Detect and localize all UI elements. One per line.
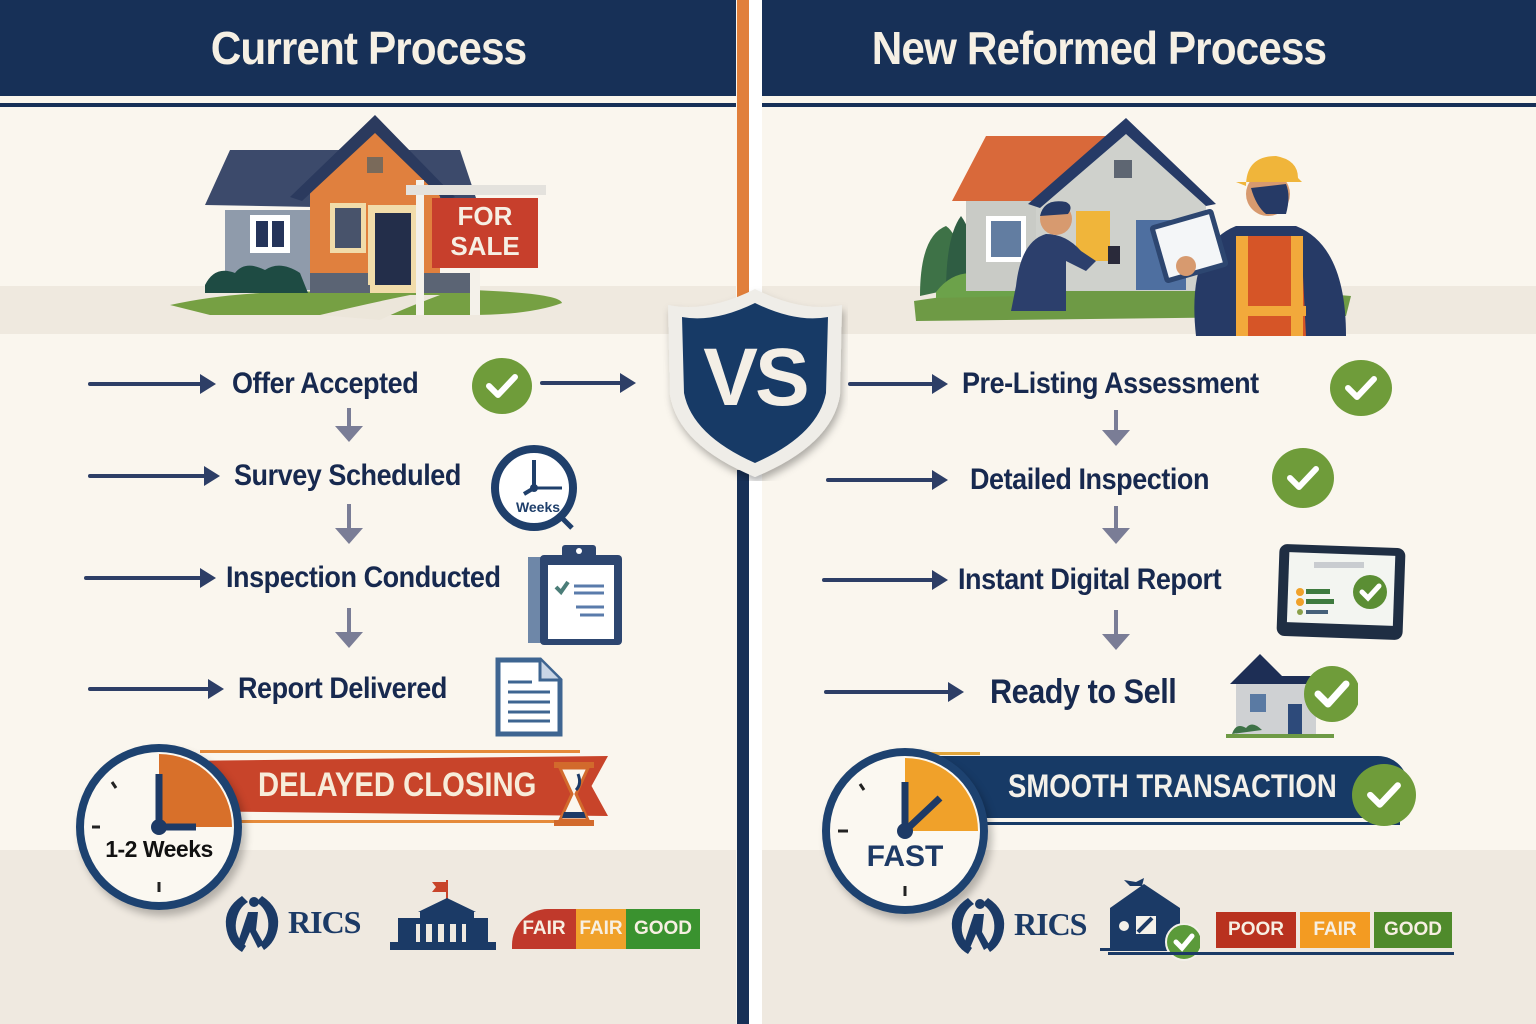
flow-step-report-delivered: Report Delivered [88, 669, 470, 709]
right-arrow-icon [88, 466, 220, 486]
flow-step-survey-scheduled: Survey Scheduled [88, 456, 486, 496]
header-rule [762, 96, 1536, 103]
ribbon-stroke [200, 750, 580, 753]
current-process-panel: Current Process FOR SALE Offer Accepted [0, 0, 736, 1024]
svg-text:Weeks: Weeks [516, 499, 560, 515]
right-arrow-icon [540, 373, 636, 393]
new-process-panel: New Reformed Process [762, 0, 1536, 1024]
house-check-icon [1226, 654, 1358, 738]
new-process-header: New Reformed Process [762, 0, 1536, 96]
step-label: Inspection Conducted [226, 561, 501, 594]
delayed-closing-ribbon [196, 756, 608, 816]
check-circle-icon [472, 358, 532, 414]
rics-logo-text: RICS [288, 903, 361, 940]
clock-duration-label: 1-2 Weeks [105, 836, 213, 862]
flow-step-detailed-inspection: Detailed Inspection [826, 460, 1236, 500]
right-arrow-icon [848, 374, 948, 394]
header-rule [0, 96, 736, 103]
header-rule [0, 103, 736, 107]
down-arrow-icon [335, 504, 363, 544]
step-label: Report Delivered [238, 672, 447, 705]
new-process-title: New Reformed Process [871, 22, 1327, 74]
rics-emblem-icon [951, 898, 1005, 954]
svg-text:SALE: SALE [450, 231, 519, 261]
check-circle-icon [1352, 764, 1416, 826]
divider-white [749, 0, 762, 1024]
flow-step-offer-accepted: Offer Accepted [88, 364, 439, 404]
current-process-header: Current Process [0, 0, 736, 96]
rics-logo: RICS [946, 892, 1087, 956]
right-arrow-icon [822, 570, 948, 590]
right-arrow-icon [84, 568, 216, 588]
inspectors-at-house-illustration [914, 118, 1351, 336]
rating-poor: POOR [1216, 912, 1296, 948]
rics-emblem-icon [225, 896, 279, 952]
rating-fair: FAIR [1300, 912, 1370, 948]
down-arrow-icon [1102, 410, 1130, 446]
rating-fair: FAIR [576, 909, 626, 949]
rics-logo: RICS [220, 890, 361, 954]
flow-step-pre-listing-assessment: Pre-Listing Assessment [848, 364, 1292, 404]
ribbon-stroke [920, 752, 980, 755]
rics-logo-text: RICS [1014, 905, 1087, 942]
rating-good: GOOD [626, 909, 700, 949]
right-arrow-icon [824, 682, 964, 702]
divider-orange [737, 0, 749, 300]
tablet-report-icon [1276, 544, 1406, 640]
down-arrow-icon [1102, 506, 1130, 544]
smooth-transaction-ribbon [938, 756, 1408, 818]
for-sale-sign-text: FOR [458, 201, 513, 231]
current-process-title: Current Process [210, 22, 526, 74]
flow-step-instant-digital-report: Instant Digital Report [822, 560, 1250, 600]
fast-clock-icon: FAST [822, 748, 988, 914]
down-arrow-icon [1102, 610, 1130, 650]
house-for-sale-illustration: FOR SALE [170, 115, 562, 320]
check-circle-icon [1330, 360, 1392, 416]
clock-icon: Weeks [491, 445, 577, 531]
document-icon [495, 657, 563, 737]
smooth-transaction-label: SMOOTH TRANSACTION [1008, 768, 1337, 804]
right-arrow-icon [88, 374, 216, 394]
rating-underline [1108, 952, 1454, 955]
right-arrow-icon [826, 470, 948, 490]
rating-fair: FAIR [512, 909, 576, 949]
clock-speed-label: FAST [866, 840, 944, 873]
government-building-icon [390, 880, 496, 950]
down-arrow-icon [335, 408, 363, 442]
step-label: Offer Accepted [232, 367, 419, 400]
condition-rating-bar: FAIR FAIR GOOD [512, 909, 700, 949]
house-check-icon [1100, 878, 1200, 961]
vs-label: VS [703, 332, 809, 423]
clipboard-icon [528, 545, 622, 645]
header-rule [762, 103, 1536, 107]
ribbon-stroke [200, 820, 580, 823]
step-label: Ready to Sell [990, 672, 1177, 711]
step-label: Instant Digital Report [958, 563, 1222, 596]
condition-rating-bar: POOR FAIR GOOD [1216, 912, 1456, 948]
ribbon-stroke [960, 822, 1400, 825]
delayed-clock-icon: 1-2 Weeks [76, 744, 242, 910]
step-label: Pre-Listing Assessment [962, 367, 1259, 400]
step-label: Survey Scheduled [234, 459, 461, 492]
hourglass-icon [554, 762, 594, 826]
flow-step-inspection-conducted: Inspection Conducted [84, 558, 531, 598]
vs-badge: VS [662, 285, 848, 481]
delayed-closing-label: DELAYED CLOSING [258, 766, 537, 804]
divider-navy [737, 470, 749, 1024]
rating-good: GOOD [1374, 912, 1452, 948]
step-label: Detailed Inspection [970, 463, 1210, 496]
flow-step-ready-to-sell: Ready to Sell [824, 672, 1197, 712]
right-arrow-icon [88, 679, 224, 699]
check-circle-icon [1272, 448, 1334, 508]
down-arrow-icon [335, 608, 363, 648]
